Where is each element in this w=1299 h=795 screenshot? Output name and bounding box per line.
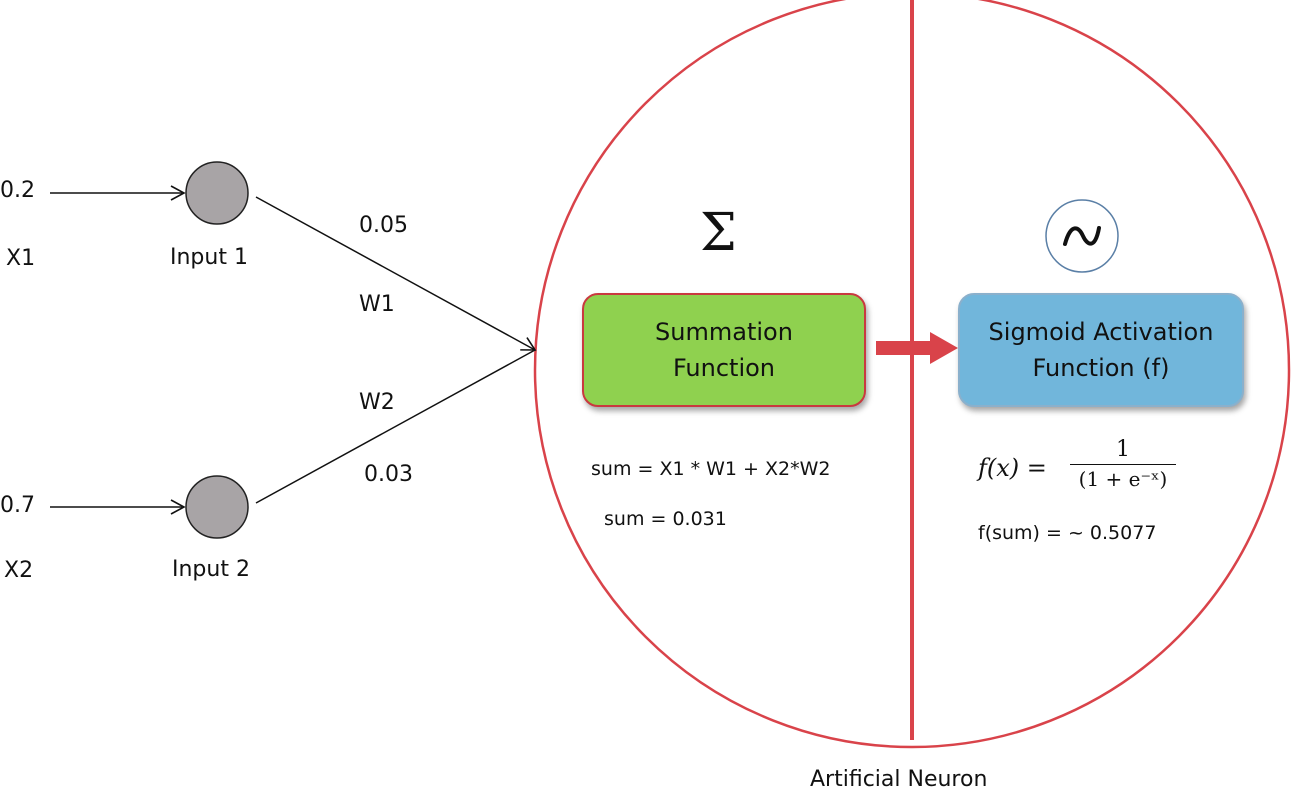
sigmoid-denominator: (1 + e⁻ˣ) bbox=[1078, 467, 1168, 491]
summation-box-line-2: Function bbox=[672, 354, 776, 382]
weight-value-2: 0.03 bbox=[364, 462, 413, 487]
flow-arrow bbox=[876, 332, 958, 364]
sigmoid-activation-box: Sigmoid Activation Function (f) bbox=[958, 293, 1244, 407]
weight-name-1: W1 bbox=[359, 292, 395, 317]
diagram-caption: Artificial Neuron bbox=[810, 767, 988, 792]
input-label-1: Input 1 bbox=[170, 245, 248, 270]
input-variable-2: X2 bbox=[4, 558, 34, 583]
sigmoid-formula-lhs: f(x) = bbox=[978, 454, 1047, 482]
weight-value-1: 0.05 bbox=[359, 213, 408, 238]
sigma-icon: Σ bbox=[700, 203, 737, 263]
input-node-1 bbox=[185, 161, 249, 225]
fraction-bar bbox=[1070, 464, 1176, 465]
input-value-2: 0.7 bbox=[0, 493, 35, 518]
sum-formula: sum = X1 * W1 + X2*W2 bbox=[591, 458, 831, 480]
activation-box-line-1: Sigmoid Activation bbox=[988, 318, 1214, 346]
weight-name-2: W2 bbox=[359, 390, 395, 415]
weight-line-1 bbox=[255, 196, 537, 351]
neuron-circle bbox=[533, 0, 1291, 749]
sum-result: sum = 0.031 bbox=[604, 508, 727, 530]
input-label-2: Input 2 bbox=[172, 557, 250, 582]
sigmoid-icon bbox=[1043, 197, 1121, 275]
input-node-2 bbox=[185, 475, 249, 539]
input-variable-1: X1 bbox=[6, 246, 36, 271]
sigmoid-numerator: 1 bbox=[1116, 437, 1130, 462]
sigmoid-fraction: 1 (1 + e⁻ˣ) bbox=[1070, 437, 1176, 492]
input-value-1: 0.2 bbox=[0, 178, 35, 203]
activation-box-line-2: Function (f) bbox=[1032, 354, 1170, 382]
sigmoid-result: f(sum) = ~ 0.5077 bbox=[978, 522, 1157, 544]
summation-function-box: Summation Function bbox=[582, 293, 866, 407]
weight-line-2 bbox=[255, 349, 536, 504]
summation-box-line-1: Summation bbox=[655, 318, 793, 346]
